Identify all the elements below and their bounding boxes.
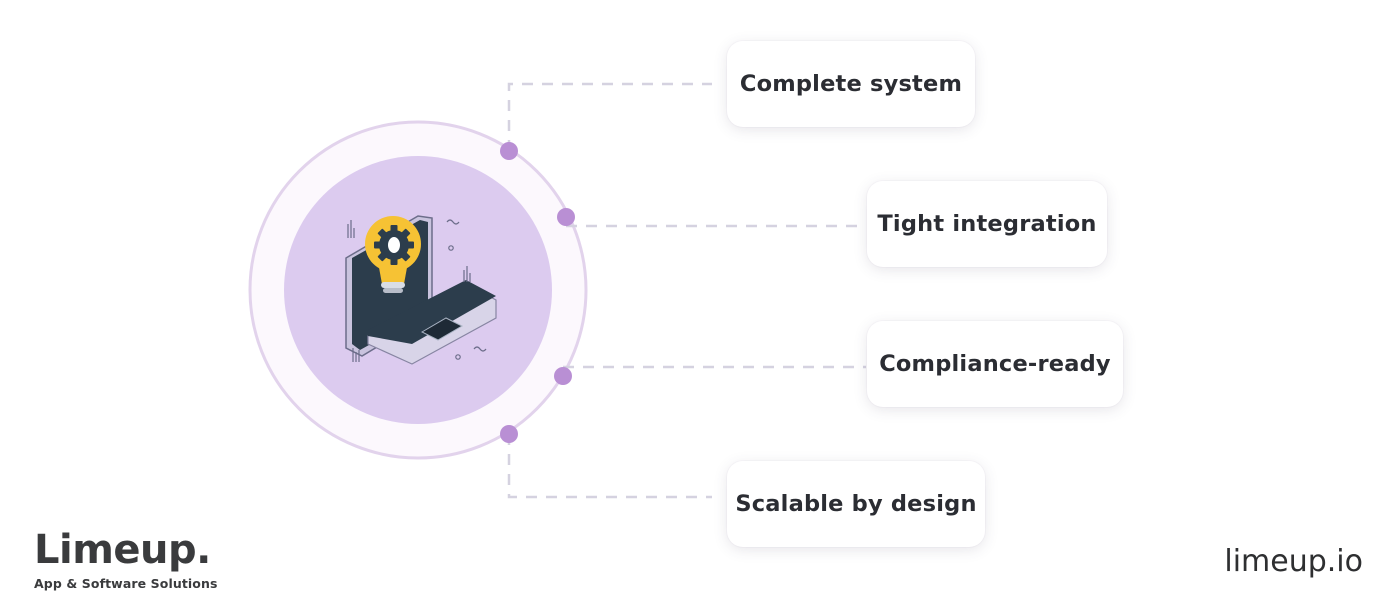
feature-card-complete-system: Complete system — [727, 41, 975, 127]
connector-line-1 — [507, 82, 712, 151]
connector-dot-2 — [557, 208, 575, 226]
connector-dots — [500, 142, 575, 443]
connector-dot-4 — [500, 425, 518, 443]
feature-label: Complete system — [739, 71, 963, 97]
connector-lines — [507, 82, 866, 499]
connector-dot-1 — [500, 142, 518, 160]
lightbulb-gear-on-laptop-icon — [345, 215, 497, 365]
brand-logo: Limeup. App & Software Solutions — [34, 528, 218, 591]
feature-label: Scalable by design — [735, 491, 977, 517]
connector-dot-3 — [554, 367, 572, 385]
feature-label: Compliance-ready — [879, 351, 1111, 377]
connector-line-4 — [507, 434, 712, 499]
feature-label: Tight integration — [877, 211, 1097, 237]
brand-name: Limeup. — [34, 527, 211, 573]
brand-tagline: App & Software Solutions — [34, 576, 218, 591]
website-url: limeup.io — [1224, 544, 1363, 579]
feature-card-scalable-by-design: Scalable by design — [727, 461, 985, 547]
feature-card-tight-integration: Tight integration — [867, 181, 1107, 267]
feature-card-compliance-ready: Compliance-ready — [867, 321, 1123, 407]
